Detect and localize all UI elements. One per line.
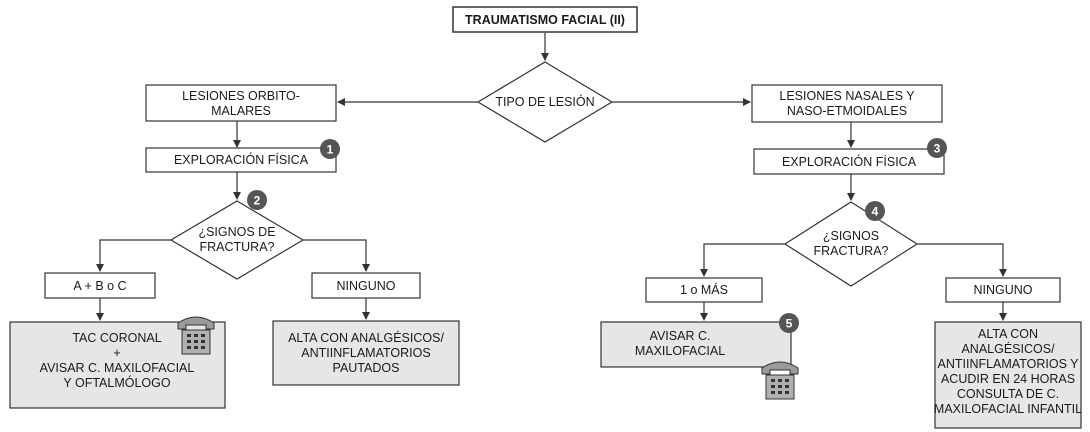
- node-left-exploration: EXPLORACIÓN FÍSICA: [145, 147, 337, 173]
- text-line: NASO-ETMOIDALES: [787, 104, 907, 118]
- step-badge-1-label: 1: [327, 143, 334, 157]
- text-line: AVISAR C.: [650, 329, 711, 343]
- step-badge-3: 3: [927, 138, 947, 158]
- text-line: TIPO DE LESIÓN: [495, 94, 594, 109]
- title-label: TRAUMATISMO FACIAL (II): [465, 13, 625, 27]
- step-badge-1: 1: [320, 139, 340, 159]
- right-branch-no-label: NINGUNO: [973, 283, 1032, 297]
- step-badge-3-label: 3: [934, 142, 941, 156]
- left-exploration-label: EXPLORACIÓN FÍSICA: [174, 152, 309, 167]
- node-right-branch-yes: 1 o MÁS: [645, 277, 763, 303]
- text-line: EXPLORACIÓN FÍSICA: [782, 154, 917, 169]
- right-result-yes-label: AVISAR C.MAXILOFACIAL: [635, 329, 725, 358]
- text-line: ANALGÉSICOS/: [961, 341, 1055, 356]
- step-badge-2-label: 2: [254, 194, 261, 208]
- title-node: TRAUMATISMO FACIAL (II): [452, 6, 638, 33]
- text-line: ANTIINFLAMATORIOS: [301, 346, 430, 360]
- text-line: FRACTURA?: [199, 240, 274, 254]
- step-badge-4: 4: [865, 201, 885, 221]
- text-line: ¿SIGNOS DE: [198, 225, 275, 239]
- text-line: PAUTADOS: [333, 361, 400, 375]
- step-badge-5: 5: [779, 313, 799, 333]
- text-line: ALTA CON: [978, 327, 1038, 341]
- text-line: LESIONES NASALES Y: [779, 89, 915, 103]
- text-line: ANTIINFLAMATORIOS Y: [938, 357, 1080, 371]
- decision-lesion-type-label: TIPO DE LESIÓN: [495, 94, 594, 109]
- connectors: [96, 33, 1007, 321]
- text-line: MALARES: [211, 104, 271, 118]
- text-line: MAXILOFACIAL: [635, 344, 725, 358]
- left-branch-no-label: NINGUNO: [336, 279, 395, 293]
- orbito-malar-label: LESIONES ORBITO-MALARES: [182, 89, 300, 118]
- decision-lesion-type: TIPO DE LESIÓN: [476, 61, 614, 143]
- text-line: Y OFTALMÓLOGO: [63, 375, 170, 390]
- step-badge-5-label: 5: [786, 317, 793, 331]
- text-line: ACUDIR EN 24 HORAS: [941, 372, 1075, 386]
- right-exploration-label: EXPLORACIÓN FÍSICA: [782, 154, 917, 169]
- step-badge-4-label: 4: [872, 205, 879, 219]
- text-line: +: [113, 346, 120, 360]
- text-line: LESIONES ORBITO-: [182, 89, 300, 103]
- text-line: AVISAR C. MAXILOFACIAL: [40, 361, 195, 375]
- text-line: TAC CORONAL: [72, 331, 161, 345]
- text-line: NINGUNO: [973, 283, 1032, 297]
- text-line: ALTA CON ANALGÉSICOS/: [288, 330, 444, 345]
- left-branch-yes-label: A + B o C: [73, 279, 126, 293]
- step-badge-2: 2: [247, 190, 267, 210]
- node-right-exploration: EXPLORACIÓN FÍSICA: [753, 148, 945, 175]
- text-line: 1 o MÁS: [680, 282, 728, 297]
- text-line: A + B o C: [73, 279, 126, 293]
- text-line: EXPLORACIÓN FÍSICA: [174, 152, 309, 167]
- text-line: ¿SIGNOS: [823, 229, 879, 243]
- node-left-branch-no: NINGUNO: [311, 272, 421, 299]
- node-right-branch-no: NINGUNO: [945, 277, 1061, 303]
- node-left-branch-yes: A + B o C: [44, 272, 156, 299]
- text-line: FRACTURA?: [813, 244, 888, 258]
- node-right-result-yes: AVISAR C.MAXILOFACIAL: [600, 321, 792, 368]
- node-orbito-malar-lesions: LESIONES ORBITO-MALARES: [145, 84, 337, 122]
- text-line: NINGUNO: [336, 279, 395, 293]
- text-line: CONSULTA DE C.: [957, 387, 1059, 401]
- telephone-icon: [177, 316, 215, 355]
- telephone-icon: [761, 361, 799, 400]
- right-branch-yes-label: 1 o MÁS: [680, 282, 728, 297]
- text-line: MAXILOFACIAL INFANTIL: [934, 402, 1082, 416]
